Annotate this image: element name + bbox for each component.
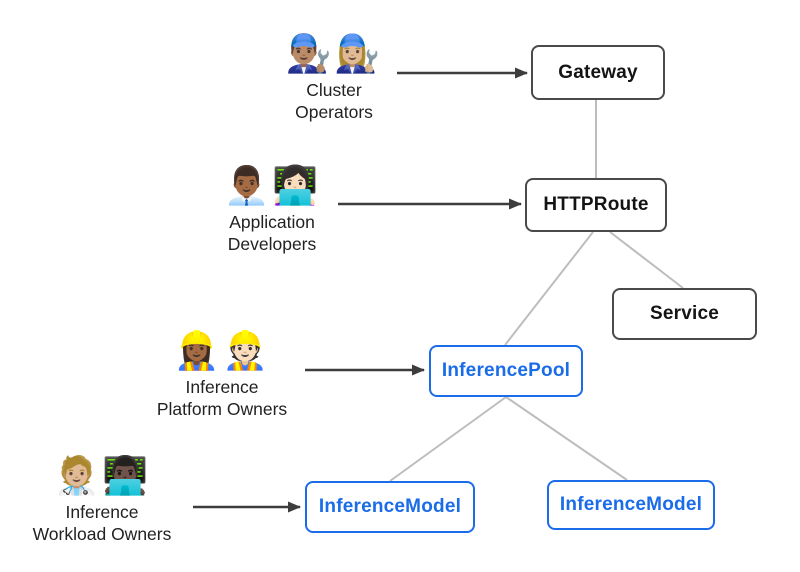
node-httproute: HTTPRoute xyxy=(525,178,667,232)
persona-label: Inference Platform Owners xyxy=(112,376,332,420)
persona-inference-workload-owners: 🧑🏼‍⚕️👨🏿‍💻 Inference Workload Owners xyxy=(0,454,212,545)
connector-httproute-to-inferencepool xyxy=(504,231,594,346)
persona-label-line1: Inference xyxy=(185,377,259,397)
inference-platform-owners-emoji: 👷🏾‍♀️👷🏻 xyxy=(173,330,271,371)
node-gateway: Gateway xyxy=(531,45,665,100)
node-inferencemodel-left: InferenceModel xyxy=(305,481,475,533)
persona-inference-platform-owners: 👷🏾‍♀️👷🏻 Inference Platform Owners xyxy=(112,329,332,420)
persona-label-line1: Application xyxy=(229,212,315,232)
persona-label-line1: Inference xyxy=(65,502,139,522)
persona-label-line1: Cluster xyxy=(306,80,362,100)
connector-httproute-to-service xyxy=(609,231,684,289)
application-developers-emoji: 👨🏾‍💼👩🏻‍💻 xyxy=(223,165,321,206)
inference-workload-owners-emoji: 🧑🏼‍⚕️👨🏿‍💻 xyxy=(53,455,151,496)
persona-label-line2: Platform Owners xyxy=(156,399,288,419)
persona-label: Cluster Operators xyxy=(224,79,444,123)
persona-cluster-operators: 👨🏽‍🔧👩🏼‍🔧 Cluster Operators xyxy=(224,32,444,123)
node-inferencepool: InferencePool xyxy=(429,345,583,397)
persona-label-line2: Workload Owners xyxy=(32,524,172,544)
connector-inferencepool-to-inferencemodel-right xyxy=(505,396,628,481)
cluster-operators-emoji: 👨🏽‍🔧👩🏼‍🔧 xyxy=(285,33,383,74)
persona-label: Inference Workload Owners xyxy=(0,501,212,545)
connector-inferencepool-to-inferencemodel-left xyxy=(389,396,507,482)
node-service: Service xyxy=(612,288,757,340)
persona-application-developers: 👨🏾‍💼👩🏻‍💻 Application Developers xyxy=(162,164,382,255)
node-inferencemodel-right: InferenceModel xyxy=(547,480,715,530)
persona-label-line2: Operators xyxy=(295,102,373,122)
persona-label: Application Developers xyxy=(162,211,382,255)
persona-label-line2: Developers xyxy=(227,234,317,254)
